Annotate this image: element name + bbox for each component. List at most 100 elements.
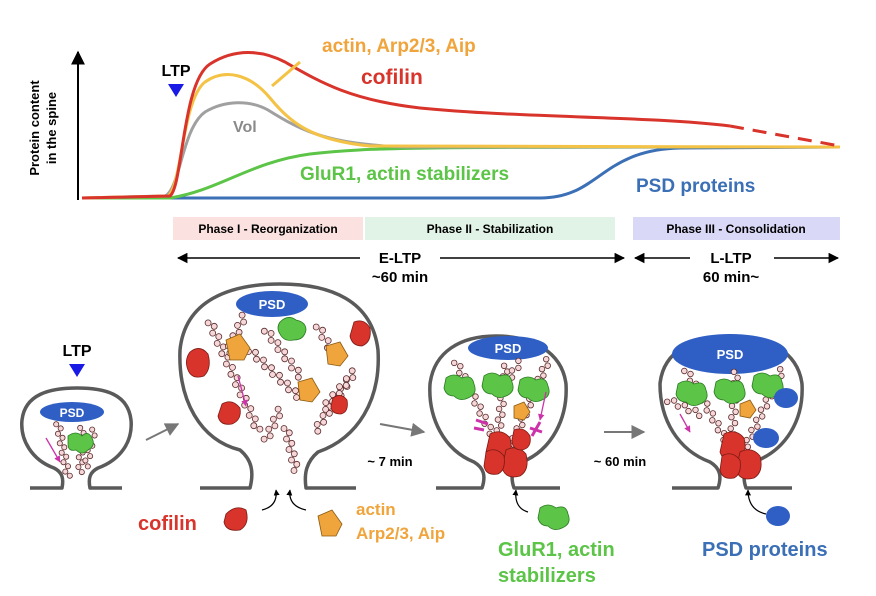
actin-bead [674,403,682,410]
actin-bead [730,368,738,376]
spine-4-psd-entry-arrow [745,489,767,515]
lltp-label: L-LTP [710,250,751,267]
actin-bead [322,399,330,407]
actin-bead [77,424,84,431]
actin-bead [487,423,494,431]
actin-bead [63,453,70,460]
actin-bead [89,426,96,433]
actin-bead [213,339,221,347]
actin-bead [256,425,264,433]
actin-bead [209,329,217,337]
actin-bead [519,421,526,429]
actin-bead [538,365,546,373]
actin-bead [709,410,717,417]
actin-bead [56,440,63,447]
actin-bead [218,350,226,358]
actin-bead [757,406,765,413]
actin-bead [215,333,223,341]
phase-2-band [365,217,615,240]
timeline: E-LTP ~60 min L-LTP 60 min~ [176,250,840,286]
actin-bead [494,416,502,423]
actin-bead [284,379,291,387]
actin-bead [288,357,295,365]
actin-bead [268,364,275,372]
spine-3-actin [513,401,531,421]
actin-bead [348,367,356,375]
actin-bead [763,403,771,410]
curve-label-cofilin: cofilin [361,66,423,89]
actin-bead [283,435,290,443]
actin-bead [59,434,66,441]
actin-label-leader [271,60,301,88]
actin-bead [319,326,327,334]
actin-bead [293,394,300,401]
actin-bead [692,406,699,414]
actin-bead [477,403,484,410]
spine-1-psd-label: PSD [60,406,85,420]
actin-bead [515,357,522,365]
actin-bead [685,407,692,415]
actin-bead [82,457,89,464]
actin-bead [664,398,671,405]
curve-cofilin-dashed [729,124,841,148]
actin-bead [319,412,327,419]
actin-bead [292,387,299,395]
phase-2-label: Phase II - Stabilization [427,222,554,236]
actin-bead [312,323,320,331]
actin-bead [544,362,551,369]
spine-ltp-label: LTP [62,343,91,360]
actin-bead [234,321,241,329]
actin-bead [75,454,82,461]
actin-bead [670,397,678,404]
actin-bead [280,425,288,432]
actin-bead [703,407,710,414]
actin-bead [515,364,522,372]
spine-3-glur1-b [481,372,514,398]
bottom-label-actin-line1: actin [356,500,396,519]
spine-3-cofilin-c [483,449,505,475]
actin-bead [704,400,711,407]
spine-2-actin-c [325,341,349,367]
cofilin-legend-icon [223,507,248,531]
actin-bead [681,367,688,375]
actin-bead [276,371,283,379]
curve-label-glur1: GluR1, actin stabilizers [300,164,509,185]
actin-bead [681,402,688,409]
spine-ltp-triangle-icon [69,364,85,377]
actin-bead [267,329,275,337]
phase-bands: Phase I - Reorganization Phase II - Stab… [173,217,840,240]
actin-bead [471,400,478,407]
spine-4-magenta-arrow [679,413,691,433]
actin-bead [281,355,289,363]
actin-legend-icon [317,509,343,537]
step-1-time: ~ 7 min [367,454,412,469]
spine-2-actin-entry-arrow [286,489,307,511]
actin-bead [288,439,296,447]
curve-label-actin: actin, Arp2/3, Aip [322,36,476,57]
actin-bead [476,410,483,417]
spine-reorganization: PSD [178,282,380,511]
actin-bead [754,423,761,430]
actin-bead [349,374,357,382]
actin-bead [84,463,91,470]
bottom-label-psd-proteins: PSD proteins [702,539,828,561]
actin-bead [293,460,301,468]
actin-bead [543,356,550,363]
psd-protein-legend-icon [766,506,790,526]
spine-3-magenta-arrow [538,391,547,421]
y-axis-label-line1: Protein content [27,80,42,176]
spine-4-psd-label: PSD [717,347,744,362]
spine-3-psd [468,336,548,360]
curve-label-vol: Vol [233,119,257,136]
phase-3-band [633,217,840,240]
glur1-legend-icon [537,504,570,530]
actin-bead [55,430,62,437]
spine-baseline: LTP PSD [20,343,133,490]
actin-bead [285,429,293,437]
actin-bead [261,363,268,371]
actin-bead [318,333,326,341]
actin-bead [709,417,716,424]
actin-bead [322,405,330,413]
actin-bead [260,327,268,335]
spine-2-psd-label: PSD [259,297,286,312]
